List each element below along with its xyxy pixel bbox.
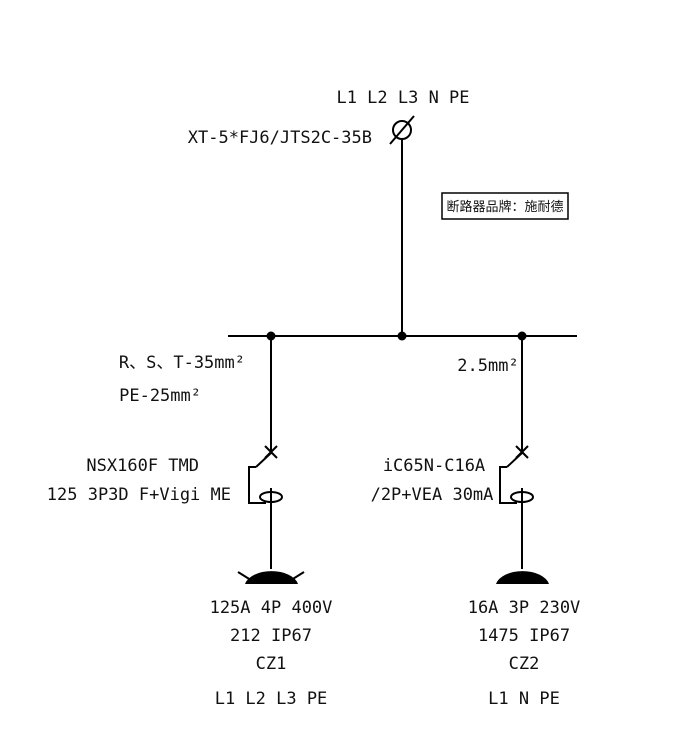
cz2-cable-line1: 2.5mm² xyxy=(457,356,518,376)
brand-note-text: 断路器品牌：施耐德 xyxy=(446,199,563,215)
incoming-phases-label: L1 L2 L3 N PE xyxy=(336,88,469,108)
cz2-socket-symbol xyxy=(496,571,549,584)
cz2-socket-model: 1475 IP67 xyxy=(478,626,570,646)
cz2-rcd-link xyxy=(499,466,517,504)
circuit-cz1: R、S、T-35mm² PE-25mm² NSX160F TMD 125 3P3… xyxy=(47,336,333,709)
cz1-breaker-blade xyxy=(255,452,272,468)
cz1-breaker-line2: 125 3P3D F+Vigi ME xyxy=(47,485,231,505)
cz2-socket-rating: 16A 3P 230V xyxy=(468,598,581,618)
cz1-socket-rating: 125A 4P 400V xyxy=(210,598,333,618)
cz1-breaker-line1: NSX160F TMD xyxy=(86,456,199,476)
incoming-isolator-symbol xyxy=(389,115,415,145)
cz1-rcd-link xyxy=(248,466,266,504)
junction-dot-incoming xyxy=(397,331,407,341)
cz2-id: CZ2 xyxy=(509,654,540,674)
cz1-socket-model: 212 IP67 xyxy=(230,626,312,646)
cz1-current-transformer xyxy=(259,491,283,503)
cz1-cable-line2: PE-25mm² xyxy=(119,386,201,406)
cz1-id: CZ1 xyxy=(256,654,287,674)
circuit-cz2: 2.5mm² iC65N-C16A /2P+VEA 30mA 16A 3P 23… xyxy=(371,336,581,709)
cz2-breaker-line2: /2P+VEA 30mA xyxy=(371,485,494,505)
cz1-socket-symbol xyxy=(245,571,298,584)
brand-note-box xyxy=(441,192,569,220)
cz2-phases: L1 N PE xyxy=(488,689,560,709)
cz1-phases: L1 L2 L3 PE xyxy=(215,689,328,709)
cz2-current-transformer xyxy=(510,491,534,503)
cz1-cable-line1: R、S、T-35mm² xyxy=(119,353,245,373)
incoming-cable-label: XT-5*FJ6/JTS2C-35B xyxy=(188,128,372,148)
cz2-breaker-blade xyxy=(506,452,523,468)
cz2-breaker-line1: iC65N-C16A xyxy=(383,456,485,476)
